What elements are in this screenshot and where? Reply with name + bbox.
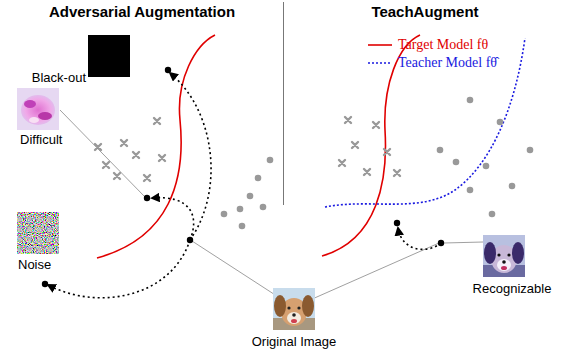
image-label: Original Image [252,334,337,349]
class-dots [437,97,534,218]
recognizable-image [483,235,525,277]
augmentation-path [48,73,211,298]
legend-text: Teacher Model fθ̂ [398,55,497,71]
original-image [273,288,315,330]
sample-point [42,67,193,287]
legend-text: Target Model fθ [398,37,488,53]
teacher-boundary [325,38,525,207]
leader-line [60,110,483,300]
image-label: Black-out [32,70,86,85]
class-crosses [95,118,165,181]
noise-image [17,212,59,254]
class-dots [221,157,274,230]
difficult-image [17,88,59,130]
panel-title: Adversarial Augmentation [49,3,235,21]
image-label: Recognizable [473,281,552,296]
image-label: Difficult [20,132,62,147]
blackout-image [88,35,130,77]
divider [283,2,284,205]
class-crosses [339,117,400,176]
legend-line [368,62,392,64]
panel-title: TeachAugment [371,3,478,21]
image-label: Noise [18,257,51,272]
legend-line [368,44,392,46]
augmentation-path [398,228,441,249]
sample-point [394,220,444,246]
